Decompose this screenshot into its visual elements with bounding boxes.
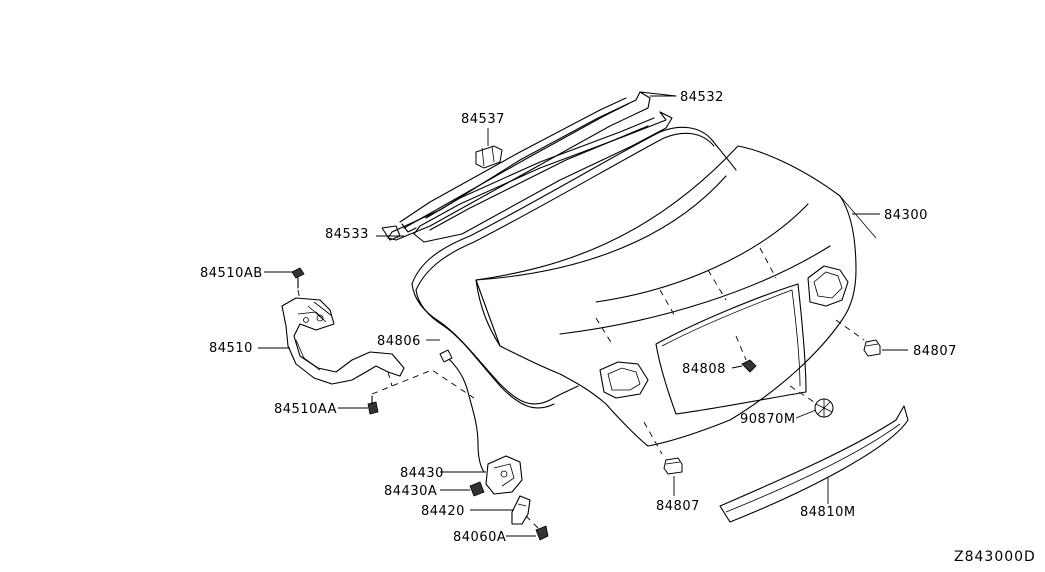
diagram-reference-id: Z843000D (954, 549, 1036, 565)
label-84808: 84808 (682, 362, 726, 377)
latch-cable (439, 349, 485, 473)
hinge-84510 (281, 297, 405, 385)
trunk-lid-84300 (475, 145, 877, 447)
install-dash-f (643, 421, 663, 455)
label-84532: 84532 (680, 90, 724, 105)
label-84510AA: 84510AA (274, 402, 337, 417)
install-dash-c (707, 269, 727, 301)
label-84510: 84510 (209, 341, 253, 356)
install-dash-h (789, 385, 815, 403)
clip-84808 (741, 359, 757, 373)
install-dash-d (759, 247, 777, 279)
label-84300: 84300 (884, 208, 928, 223)
bolt-84510AB (291, 267, 305, 289)
torsion-bar-84532 (387, 91, 677, 241)
label-84810M: 84810M (800, 505, 856, 520)
garnish-84810M (719, 405, 909, 523)
hinge-guide-dash-2 (371, 369, 475, 399)
install-dash-e (835, 319, 865, 341)
bolt-84430A (469, 481, 485, 497)
bolt-84060A (525, 515, 549, 541)
bumper-84807-bottom (663, 457, 683, 475)
bolt-84510AA (367, 395, 379, 415)
latch-84430 (485, 455, 523, 495)
label-84807-right: 84807 (913, 344, 957, 359)
weatherstrip-84806 (411, 126, 737, 409)
install-dash-b (659, 289, 677, 319)
hinge-guide-dash (297, 289, 301, 301)
label-84537: 84537 (461, 112, 505, 127)
label-90870M: 90870M (740, 412, 796, 427)
bumper-84807-right (863, 339, 881, 357)
label-84430: 84430 (400, 466, 444, 481)
label-84533: 84533 (325, 227, 369, 242)
label-84430A: 84430A (384, 484, 437, 499)
label-84510AB: 84510AB (200, 266, 263, 281)
striker-84420 (511, 495, 531, 525)
hinge-guide-dash-3 (387, 371, 393, 387)
label-84807-bottom: 84807 (656, 499, 700, 514)
install-dash-g (735, 335, 747, 361)
label-84806: 84806 (377, 334, 421, 349)
torsion-bar-84533 (381, 111, 673, 243)
label-84420: 84420 (421, 504, 465, 519)
install-dash-a (595, 317, 613, 345)
label-84060A: 84060A (453, 530, 506, 545)
leader-lines (258, 95, 908, 537)
emblem-90870M (814, 398, 834, 418)
bracket-84537 (475, 145, 503, 169)
